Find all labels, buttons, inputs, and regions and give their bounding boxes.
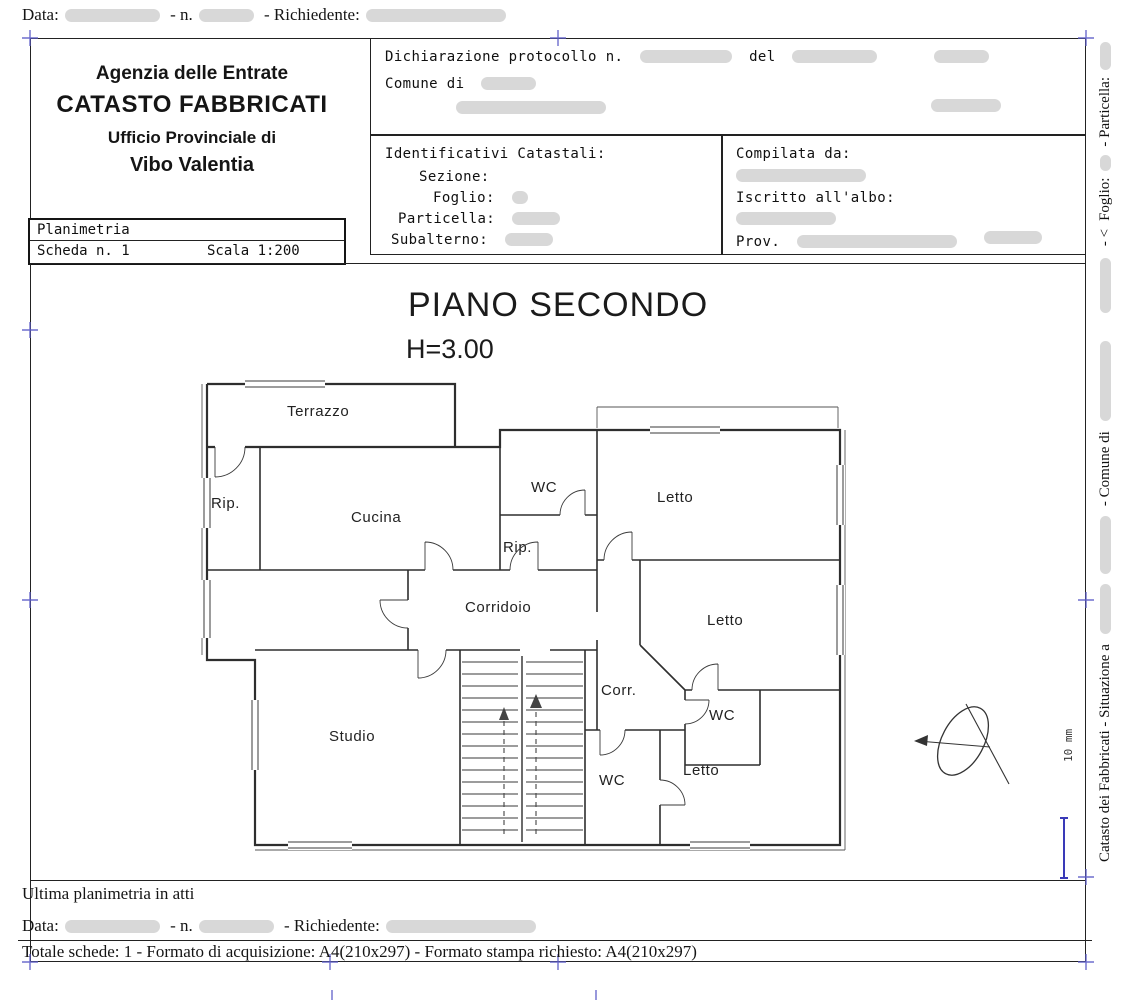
albo-value-line: [736, 210, 1085, 228]
sezione-line: Sezione:: [419, 167, 721, 188]
scheda-line: Scheda n. 1 Scala 1:200: [30, 241, 344, 259]
top-n-label: - n.: [170, 5, 193, 24]
identificativi-box: Identificativi Catastali: Sezione: Fogli…: [370, 135, 722, 255]
room-label-cucina: Cucina: [351, 509, 402, 526]
redaction-blob: [983, 231, 1042, 244]
redaction-blob: [792, 50, 878, 63]
top-meta-line: Data: - n. - Richiedente:: [22, 5, 512, 25]
redaction-blob: [736, 169, 866, 182]
footer-n-label: - n.: [170, 916, 193, 935]
scheda-label: Scheda n. 1: [37, 243, 130, 259]
totale-schede-text: Totale schede: 1 - Formato di acquisizio…: [22, 942, 697, 961]
redaction-blob: [365, 9, 506, 22]
redaction-blob: [511, 212, 560, 225]
identificativi-title: Identificativi Catastali:: [385, 146, 606, 162]
redaction-blob: [1099, 258, 1111, 314]
room-label-terrazzo: Terrazzo: [287, 403, 350, 420]
declaration-box: Dichiarazione protocollo n. del Comune d…: [370, 38, 1086, 135]
room-label-wc-bottom: WC: [599, 772, 626, 789]
sidebar-part4: Foglio:: [1096, 177, 1113, 221]
scale-10mm-label: 10 mm: [1062, 728, 1075, 762]
plan-title: PIANO SECONDO: [408, 286, 709, 324]
redaction-blob: [198, 920, 274, 933]
subalterno-label: Subalterno:: [391, 232, 489, 248]
room-label-wc-top: WC: [531, 479, 558, 496]
agency-header: Agenzia delle Entrate CATASTO FABBRICATI…: [42, 64, 342, 175]
comune-label: Comune di: [385, 76, 465, 92]
agency-line3: Ufficio Provinciale di: [107, 128, 277, 147]
room-label-corr: Corr.: [601, 682, 637, 699]
declaration-protocollo-line: Dichiarazione protocollo n. del: [385, 47, 1085, 68]
sidebar-part5: - Particella:: [1096, 77, 1113, 147]
room-label-wc-right: WC: [709, 707, 736, 724]
redaction-blob: [456, 101, 606, 114]
room-label-letto-bottom: Letto: [683, 762, 720, 779]
compilata-name-line: [736, 167, 1085, 185]
sidebar-part3: - <: [1096, 228, 1113, 247]
redaction-blob: [481, 77, 537, 90]
particella-label: Particella:: [398, 211, 496, 227]
room-label-corridoio: Corridoio: [465, 599, 532, 616]
room-label-letto-top: Letto: [657, 489, 694, 506]
redaction-blob: [1099, 154, 1111, 171]
declaration-comune-line: Comune di: [385, 74, 1085, 95]
albo-label: Iscritto all'albo:: [736, 190, 895, 206]
foglio-label: Foglio:: [433, 190, 495, 206]
redaction-blob: [640, 50, 733, 63]
particella-line: Particella:: [398, 209, 721, 230]
top-richiedente-label: - Richiedente:: [264, 5, 360, 24]
plan-height-label: H=3.00: [406, 334, 494, 364]
prov-label: Prov.: [736, 234, 781, 250]
agency-line1: Agenzia delle Entrate: [95, 63, 289, 84]
protocollo-label: Dichiarazione protocollo n.: [385, 49, 624, 65]
planimetria-box: Planimetria Scheda n. 1 Scala 1:200: [28, 218, 346, 265]
agency-line2: CATASTO FABBRICATI: [56, 91, 328, 118]
redaction-blob: [64, 9, 160, 22]
room-label-letto-mid: Letto: [707, 612, 744, 629]
scala-label: Scala 1:200: [207, 243, 300, 259]
top-data-label: Data:: [22, 5, 59, 24]
plan-frame: [30, 263, 1086, 881]
footer-data-label: Data:: [22, 916, 59, 935]
footer-divider-line: [18, 940, 1092, 941]
compilata-title: Compilata da:: [736, 146, 851, 162]
sidebar-part1: Catasto dei Fabbricati - Situazione a: [1096, 644, 1113, 862]
footer-meta-line: Data: - n. - Richiedente:: [22, 916, 542, 936]
sidebar-part2: - Comune di: [1096, 431, 1113, 507]
subalterno-line: Subalterno:: [391, 230, 721, 251]
redaction-blob: [1099, 516, 1111, 575]
redaction-blob: [1099, 341, 1111, 422]
redaction-blob: [797, 235, 957, 248]
compilata-box: Compilata da: Iscritto all'albo: Prov.: [722, 135, 1086, 255]
redaction-blob: [385, 920, 536, 933]
redaction-blob: [736, 212, 836, 225]
redaction-blob: [1099, 584, 1111, 635]
footer-richiedente-label: - Richiedente:: [284, 916, 380, 935]
redaction-blob: [934, 50, 990, 63]
redaction-blob: [1099, 42, 1111, 70]
prov-line: Prov.: [736, 231, 1085, 253]
planimetria-title: Planimetria: [30, 220, 344, 241]
agency-line4: Vibo Valentia: [129, 154, 255, 176]
room-label-rip-2: Rip.: [503, 539, 533, 556]
redaction-blob: [511, 191, 528, 204]
ultima-planimetria-text: Ultima planimetria in atti: [22, 884, 195, 903]
room-label-studio: Studio: [329, 728, 376, 745]
redaction-blob: [198, 9, 254, 22]
del-label: del: [749, 49, 776, 65]
sidebar-vertical-text: Catasto dei Fabbricati - Situazione a - …: [1092, 30, 1118, 962]
redaction-blob: [504, 233, 553, 246]
room-label-rip-1: Rip.: [211, 495, 241, 512]
foglio-line: Foglio:: [433, 188, 721, 209]
declaration-extra-line: [371, 95, 1085, 119]
sezione-label: Sezione:: [419, 169, 490, 185]
redaction-blob: [64, 920, 160, 933]
redaction-blob: [931, 99, 1001, 112]
